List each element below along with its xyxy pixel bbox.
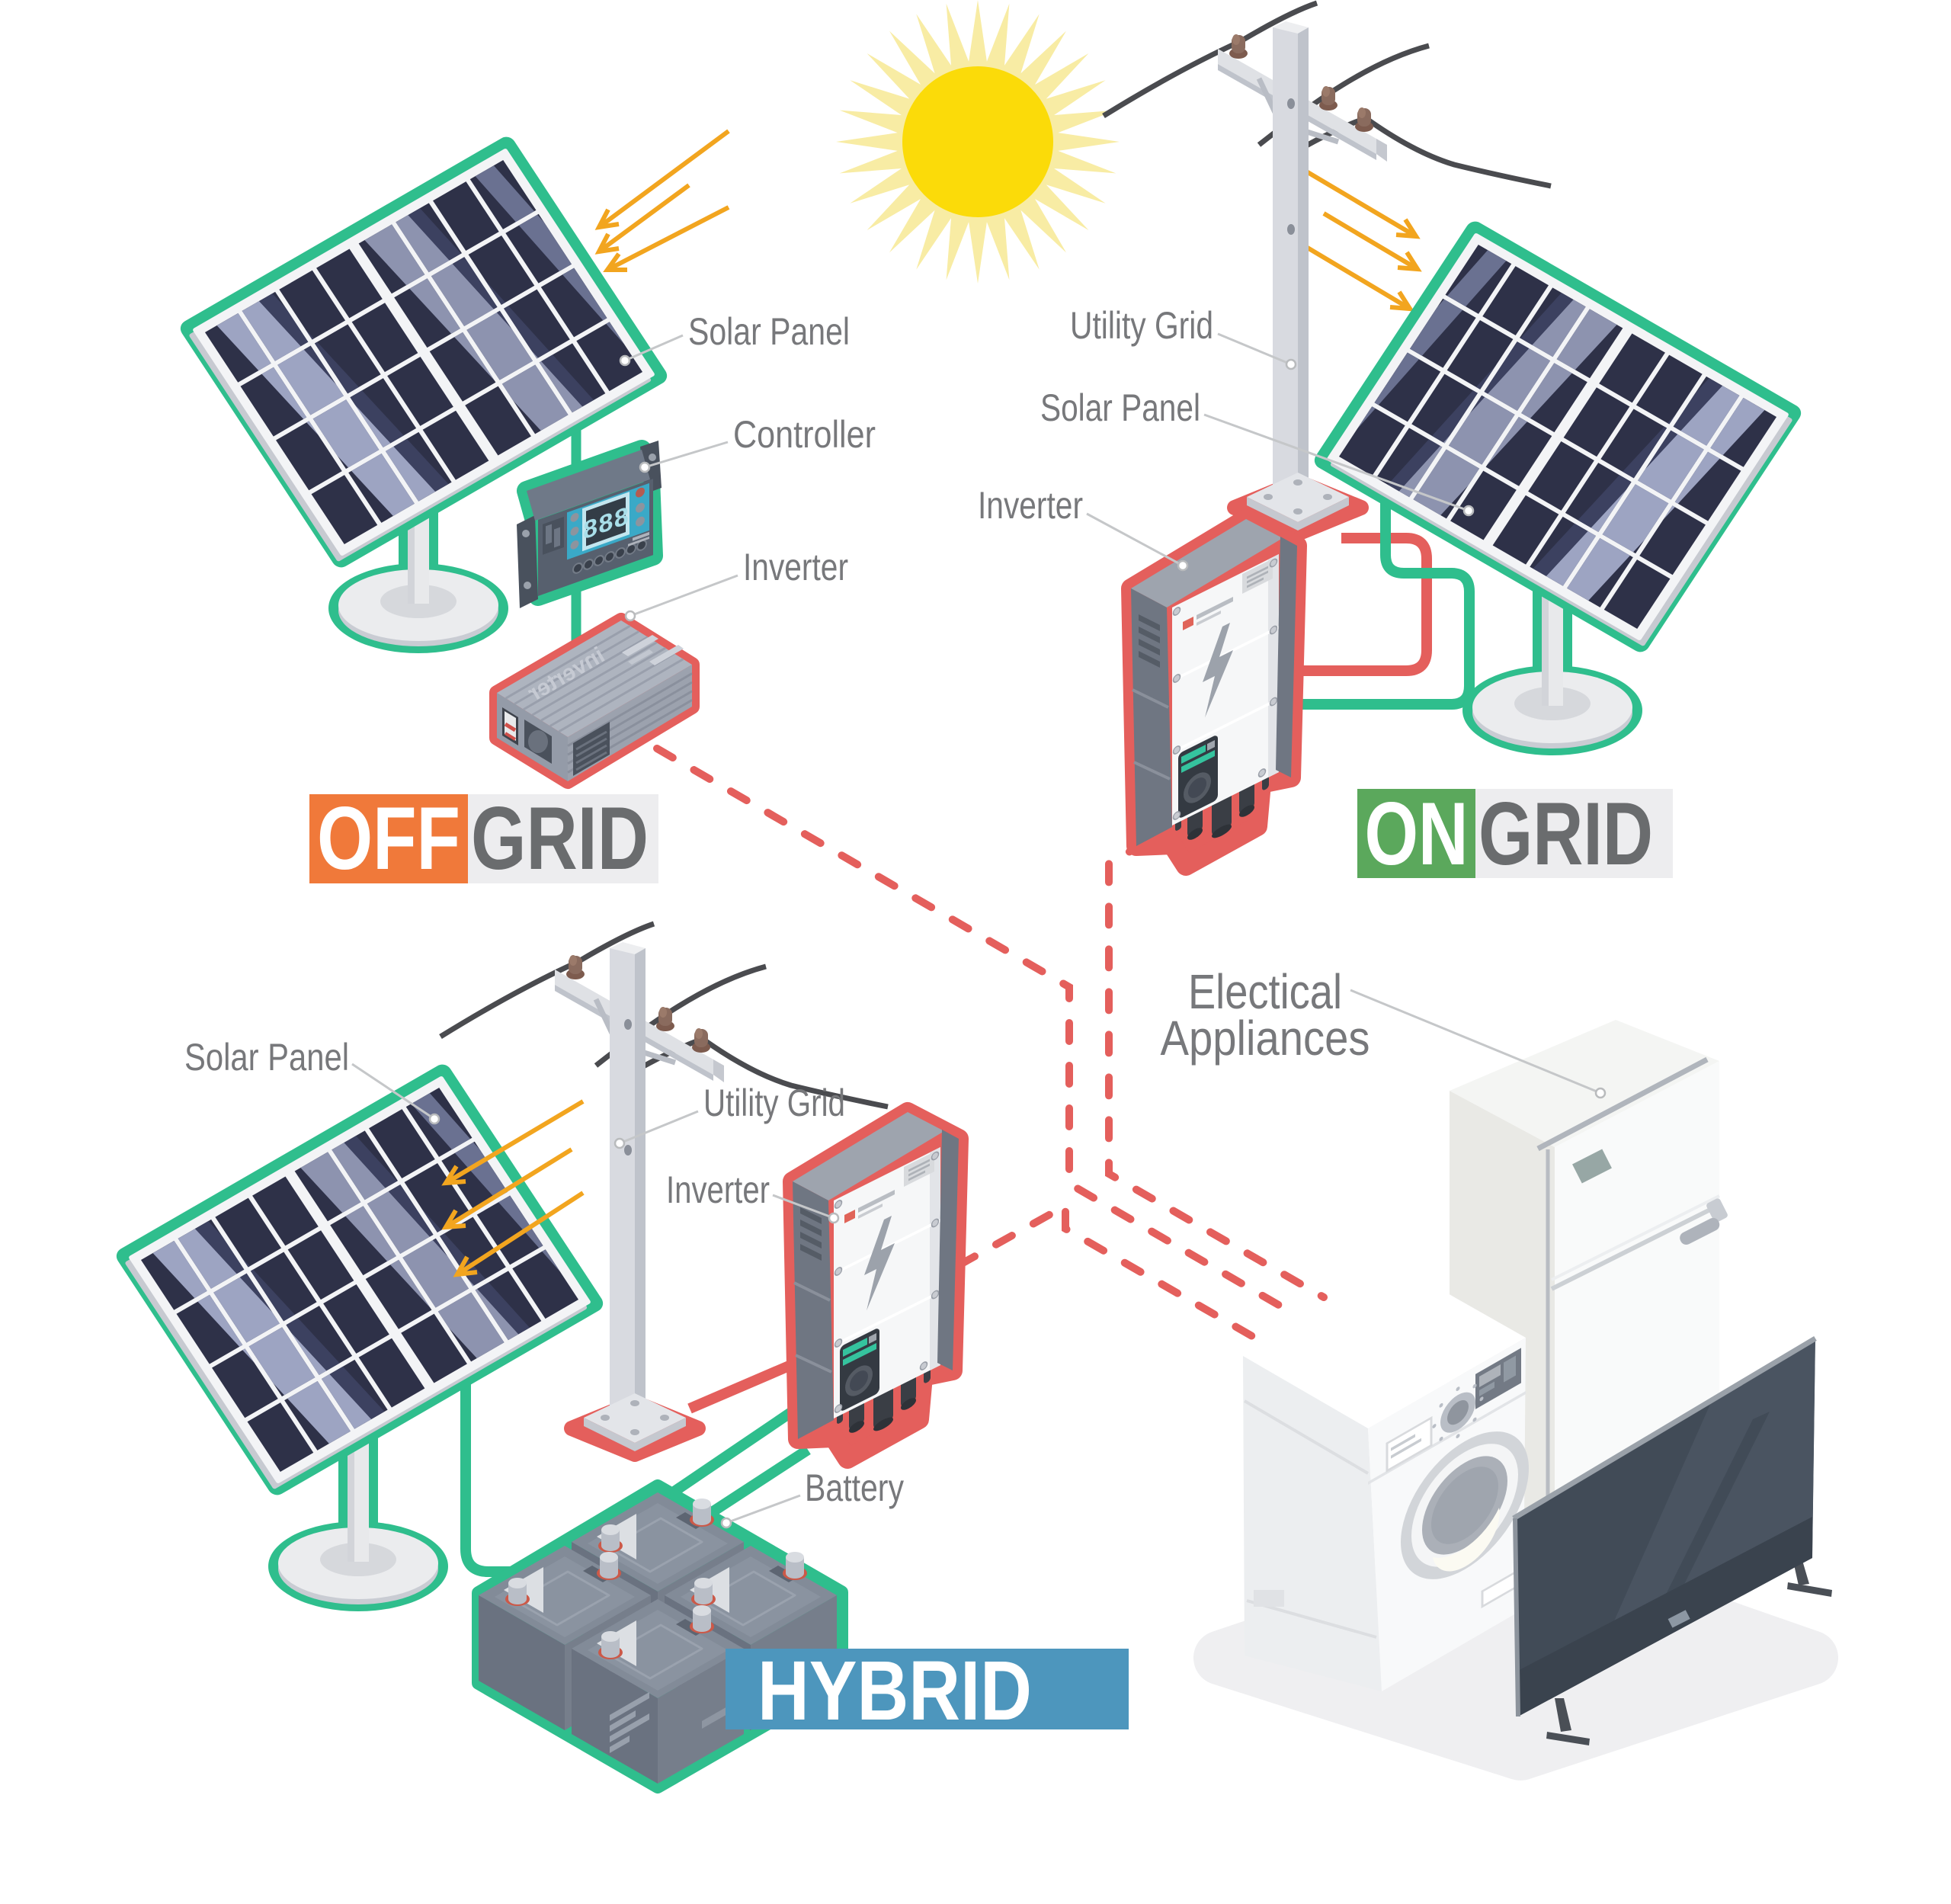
svg-text:Controller: Controller — [733, 413, 876, 456]
svg-text:Electical: Electical — [1188, 964, 1342, 1019]
svg-text:HYBRID: HYBRID — [758, 1644, 1032, 1738]
svg-text:Utility Grid: Utility Grid — [1070, 304, 1213, 347]
svg-text:Inverter: Inverter — [666, 1168, 770, 1211]
svg-text:Battery: Battery — [805, 1466, 904, 1509]
svg-text:GRID: GRID — [1478, 784, 1653, 883]
svg-text:Solar Panel: Solar Panel — [1040, 386, 1200, 429]
svg-text:Solar Panel: Solar Panel — [688, 310, 850, 353]
svg-text:ON: ON — [1365, 784, 1469, 883]
svg-text:Inverter: Inverter — [978, 484, 1083, 527]
svg-text:GRID: GRID — [471, 788, 649, 888]
svg-text:Solar Panel: Solar Panel — [184, 1036, 349, 1079]
svg-text:OFF: OFF — [317, 788, 460, 888]
svg-text:Utility Grid: Utility Grid — [703, 1082, 845, 1124]
svg-text:Inverter: Inverter — [743, 546, 848, 588]
svg-text:Appliances: Appliances — [1161, 1011, 1370, 1066]
